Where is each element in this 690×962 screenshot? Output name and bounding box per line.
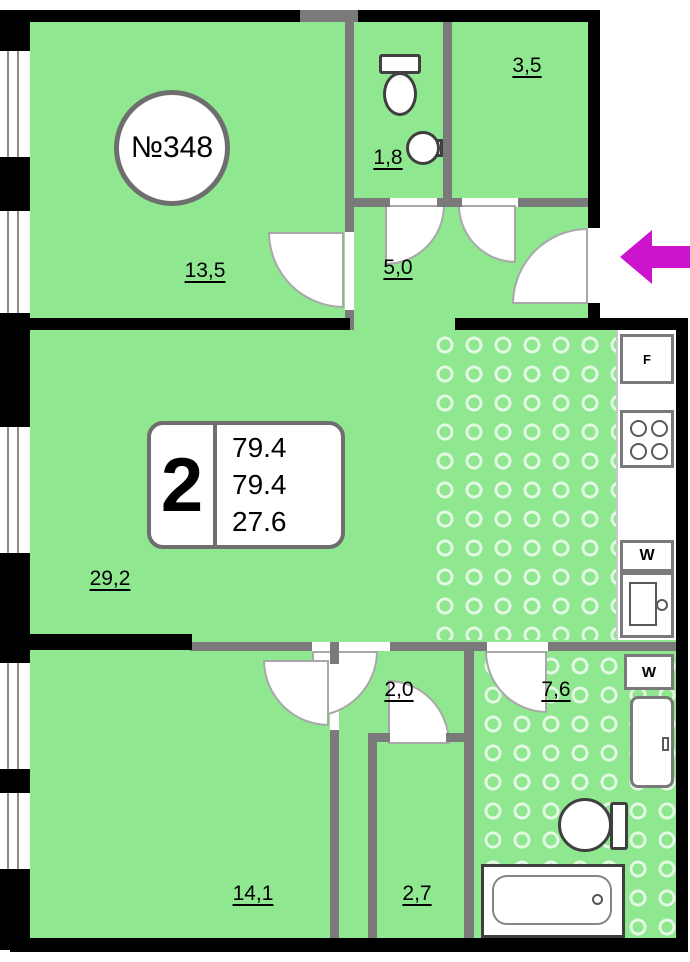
fridge-icon: F bbox=[620, 334, 674, 384]
washer-kitchen-label: W bbox=[620, 540, 674, 572]
bathtub-icon bbox=[481, 864, 625, 938]
handle bbox=[662, 737, 669, 751]
stove-icon bbox=[620, 410, 674, 468]
exterior-wall bbox=[10, 318, 350, 330]
burner-icon bbox=[651, 420, 668, 437]
door-opening bbox=[390, 198, 437, 207]
toilet-icon bbox=[383, 72, 417, 116]
kitchen-sink-icon bbox=[620, 572, 674, 638]
area-value-total: 79.4 bbox=[232, 432, 287, 463]
interior-wall bbox=[446, 733, 474, 742]
area-value-reduced: 79.4 bbox=[232, 469, 287, 500]
interior-wall bbox=[368, 733, 390, 742]
toilet-tank-icon bbox=[610, 802, 628, 850]
room-area-label-hall: 5,0 bbox=[383, 256, 413, 279]
bathtub-drain bbox=[592, 894, 603, 905]
interior-wall bbox=[437, 198, 462, 207]
door-opening bbox=[345, 232, 354, 310]
exterior-wall bbox=[10, 938, 688, 952]
fridge-label: F bbox=[643, 351, 651, 367]
burner-icon bbox=[630, 443, 647, 460]
water-heater-icon bbox=[630, 696, 674, 788]
exterior-wall bbox=[676, 318, 688, 950]
window-icon bbox=[0, 790, 30, 872]
interior-wall bbox=[548, 642, 676, 651]
interior-wall bbox=[330, 730, 339, 938]
sink-basin bbox=[629, 582, 657, 626]
room-area-label-bedroom-bottom: 14,1 bbox=[232, 882, 274, 905]
room-area-label-bathroom-bottom: 7,6 bbox=[541, 678, 571, 701]
burner-icon bbox=[651, 443, 668, 460]
exterior-wall bbox=[588, 10, 600, 228]
sink-tap bbox=[656, 599, 668, 611]
door-opening bbox=[487, 642, 548, 651]
interior-wall bbox=[330, 642, 339, 664]
interior-wall bbox=[464, 642, 474, 938]
apartment-number: №348 bbox=[130, 131, 214, 164]
exterior-wall bbox=[455, 318, 688, 330]
entrance-arrow-icon bbox=[620, 230, 690, 284]
room-area-label-bathroom-top: 1,8 bbox=[373, 146, 403, 169]
room-count: 2 bbox=[151, 425, 217, 545]
shaft-wall bbox=[300, 10, 358, 22]
window-icon bbox=[0, 660, 30, 772]
room-area-label-bedroom-top: 13,5 bbox=[184, 259, 226, 282]
door-opening bbox=[462, 198, 518, 207]
entrance-door-opening bbox=[588, 228, 600, 303]
exterior-wall bbox=[10, 634, 192, 650]
washer-kitchen-text: W bbox=[639, 547, 655, 564]
room-area-label-corridor: 2,0 bbox=[384, 678, 414, 701]
interior-wall bbox=[345, 198, 390, 207]
interior-wall bbox=[390, 642, 487, 651]
door-opening bbox=[312, 642, 390, 651]
window-icon bbox=[0, 424, 30, 556]
interior-wall bbox=[345, 22, 354, 232]
area-value-living: 27.6 bbox=[232, 506, 287, 537]
area-summary-badge: 2 79.4 79.4 27.6 bbox=[147, 421, 345, 549]
window-icon bbox=[0, 48, 30, 160]
area-values: 79.4 79.4 27.6 bbox=[217, 425, 341, 545]
toilet-tank-icon bbox=[379, 54, 421, 74]
sink-icon bbox=[406, 131, 440, 165]
room-area-label-wardrobe: 3,5 bbox=[512, 54, 542, 77]
interior-wall bbox=[518, 198, 593, 207]
kitchen-tile-floor bbox=[430, 330, 618, 640]
interior-wall bbox=[443, 22, 452, 207]
toilet-icon bbox=[558, 798, 612, 852]
washer-bath-label: W bbox=[624, 654, 674, 690]
washer-bath-text: W bbox=[641, 663, 657, 681]
room-area-label-living-kitchen: 29,2 bbox=[89, 567, 131, 590]
window-icon bbox=[0, 208, 30, 316]
burner-icon bbox=[630, 420, 647, 437]
room-area-label-closet: 2,7 bbox=[402, 882, 432, 905]
interior-wall bbox=[190, 642, 312, 651]
apartment-number-badge: №348 bbox=[114, 90, 230, 206]
interior-wall bbox=[368, 733, 377, 938]
